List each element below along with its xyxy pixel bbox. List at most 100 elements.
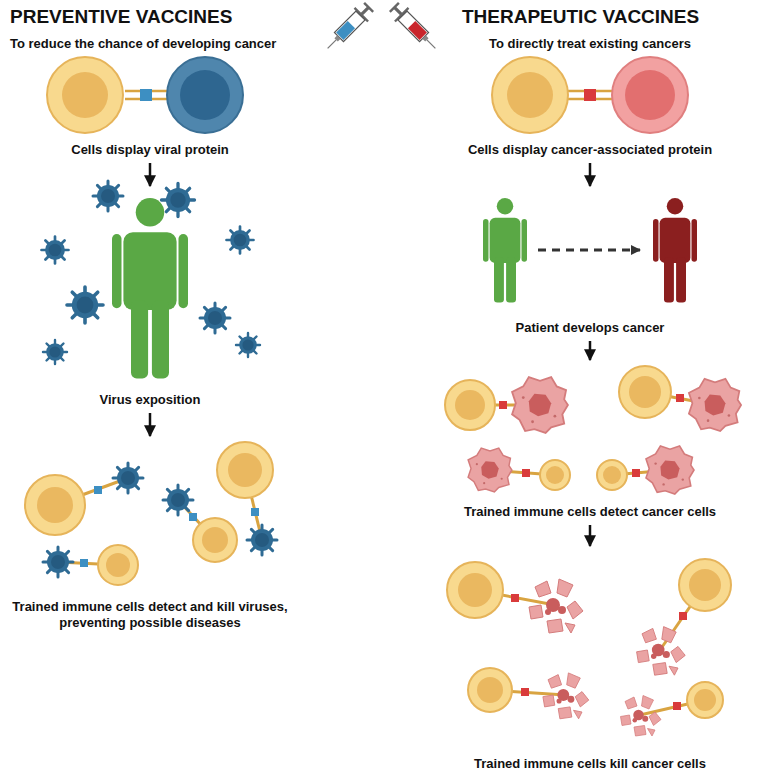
immune-virus-figure-part xyxy=(25,475,85,535)
cancer-protein-cells-part xyxy=(612,57,688,133)
virus-exposure-figure xyxy=(42,181,261,379)
immune-cancer-figure-part xyxy=(512,377,568,433)
viral-protein-cells-part xyxy=(180,70,230,120)
immune-cancer-figure-part xyxy=(522,469,530,477)
immune-kill-figure-part xyxy=(679,612,687,620)
immune-cancer-figure xyxy=(445,366,741,494)
stage-panel: Virus exposition xyxy=(20,188,280,410)
viral-protein-cells-part xyxy=(167,57,243,133)
stage-panel: Patient develops cancer xyxy=(440,188,740,338)
immune-virus-figure-part xyxy=(80,559,88,567)
stage-caption: Virus exposition xyxy=(22,392,278,408)
immune-kill-figure-part xyxy=(687,682,723,718)
stage-panel: Trained immune cells detect and kill vir… xyxy=(5,438,295,633)
immune-virus-figure-part xyxy=(163,485,193,515)
immune-cancer-figure-part xyxy=(603,466,621,484)
immune-virus-figure-part xyxy=(98,545,138,585)
immune-virus-figure-part xyxy=(94,486,102,494)
immune-cancer-figure-part xyxy=(646,446,694,494)
immune-kill-figure-part xyxy=(673,702,681,710)
virus-exposure-figure-part xyxy=(236,333,260,357)
virus-exposure-figure-part xyxy=(93,181,123,211)
stage-caption: Trained immune cells detect cancer cells xyxy=(432,504,748,520)
virus-exposure-figure-part xyxy=(200,303,230,333)
viral-protein-cells-part xyxy=(140,89,152,101)
stage-caption: Trained immune cells kill cancer cells xyxy=(432,756,748,772)
immune-kill-figure-part xyxy=(447,562,503,618)
immune-cancer-figure-part xyxy=(632,469,640,477)
immune-kill-figure-part xyxy=(468,668,512,712)
stage-caption: Patient develops cancer xyxy=(442,320,738,336)
section-subtitle: To reduce the chance of developing cance… xyxy=(10,36,315,52)
stage-panel: Cells display viral protein xyxy=(20,55,280,160)
stage-caption: Cells display cancer-associated protein xyxy=(442,142,738,158)
patient-figure-part xyxy=(483,198,527,303)
immune-cancer-figure-part xyxy=(540,460,570,490)
immune-virus-figure-part xyxy=(113,463,143,493)
immune-cancer-figure-part xyxy=(619,366,671,418)
flow-arrow xyxy=(149,413,152,436)
section-subtitle: To directly treat existing cancers xyxy=(440,36,740,52)
cancer-protein-cells-part xyxy=(507,72,553,118)
flow-arrow xyxy=(149,163,152,186)
immune-kill-figure-part xyxy=(529,579,583,633)
viral-protein-cells-part xyxy=(47,57,123,133)
immune-cancer-figure-part xyxy=(546,466,564,484)
immune-kill-figure-part xyxy=(637,627,686,676)
virus-exposure-figure-part xyxy=(112,198,188,379)
red-syringe xyxy=(387,0,442,55)
stage-panel: Cells display cancer-associated protein xyxy=(440,55,740,160)
virus-exposure-figure-part xyxy=(162,184,195,217)
stage-panel: Trained immune cells detect cancer cells xyxy=(430,362,750,522)
cancer-protein-cells-part xyxy=(492,57,568,133)
immune-kill-figure-part xyxy=(679,559,731,611)
viral-protein-cells xyxy=(47,57,243,133)
immune-kill-figure-part xyxy=(521,688,529,696)
immune-virus-figure-part xyxy=(43,547,73,577)
immune-cancer-figure-part xyxy=(597,460,627,490)
virus-exposure-figure-part xyxy=(67,287,103,323)
virus-exposure-figure-part xyxy=(227,227,254,254)
immune-cancer-figure-part xyxy=(499,401,507,409)
immune-kill-figure-part xyxy=(511,594,519,602)
immune-kill-figure-part xyxy=(543,673,589,719)
immune-cancer-figure-part xyxy=(445,380,495,430)
virus-exposure-figure-part xyxy=(42,237,69,264)
immune-virus-figure-part xyxy=(202,527,228,553)
immune-virus-figure-part xyxy=(228,453,262,487)
immune-cancer-figure-part xyxy=(689,379,741,431)
immune-kill-figure-part xyxy=(458,573,492,607)
patient-figure xyxy=(483,198,697,303)
cancer-protein-cells-part xyxy=(584,89,596,101)
flow-arrow xyxy=(589,163,592,186)
immune-cancer-figure-part xyxy=(455,390,485,420)
immune-kill-figure-part xyxy=(621,696,662,737)
immune-virus-figure-part xyxy=(189,513,197,521)
stage-panel: Trained immune cells kill cancer cells xyxy=(430,548,750,774)
immune-virus-figure-part xyxy=(37,487,73,523)
immune-cancer-figure-part xyxy=(676,394,684,402)
viral-protein-cells-part xyxy=(62,72,108,118)
patient-figure-part xyxy=(538,249,640,252)
cancer-protein-cells-part xyxy=(625,70,675,120)
blue-syringe xyxy=(321,0,376,55)
immune-kill-figure xyxy=(447,559,731,736)
immune-virus-figure-part xyxy=(247,525,277,555)
immune-virus-figure-part xyxy=(106,553,130,577)
immune-virus-figure-part xyxy=(193,518,237,562)
immune-virus-figure-part xyxy=(251,508,259,516)
immune-kill-figure-part xyxy=(694,689,716,711)
patient-figure-part xyxy=(653,198,697,303)
virus-exposure-figure-part xyxy=(43,340,67,364)
immune-virus-figure xyxy=(25,442,277,585)
immune-kill-figure-part xyxy=(477,677,503,703)
section-heading: PREVENTIVE VACCINES xyxy=(10,6,310,29)
flow-arrow xyxy=(589,341,592,360)
immune-cancer-figure-part xyxy=(468,448,512,492)
flow-arrow xyxy=(589,525,592,546)
immune-virus-figure-part xyxy=(217,442,273,498)
stage-caption: Trained immune cells detect and kill vir… xyxy=(7,599,293,632)
